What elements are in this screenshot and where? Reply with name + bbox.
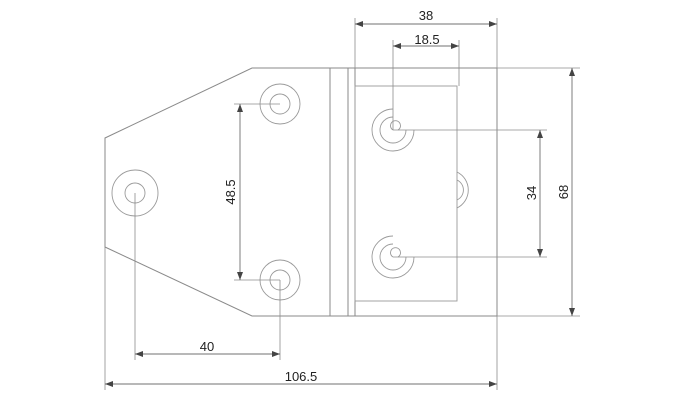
dimension-right-inner: 34 [393,129,547,258]
dimension-label-top-width: 38 [419,8,433,23]
dimension-top-inner: 18.5 [392,32,460,130]
dimension-label-bottom-total: 106.5 [285,369,318,384]
dimension-label-top-inner: 18.5 [414,32,439,47]
right-plate [354,67,498,317]
right-plate-inner-panel [354,85,458,302]
hole-right-top [371,108,415,152]
dimension-left-spacing: 48.5 [223,103,280,281]
dimension-bottom-short: 40 [134,193,281,360]
dimension-top-width: 38 [354,8,498,68]
dimension-label-right-inner: 34 [524,186,539,200]
knuckle [330,67,356,317]
dimension-label-right-height: 68 [556,185,571,199]
right-plate-holes [371,108,469,279]
left-plate-holes [111,83,301,301]
left-plate [104,67,331,317]
hole-right-side [456,171,469,209]
dimension-label-bottom-short: 40 [200,339,214,354]
hole-right-bottom [371,235,415,279]
dimension-right-height: 68 [497,67,580,317]
dimension-bottom-total: 106.5 [104,247,498,390]
dimension-label-left-spacing: 48.5 [223,179,238,204]
